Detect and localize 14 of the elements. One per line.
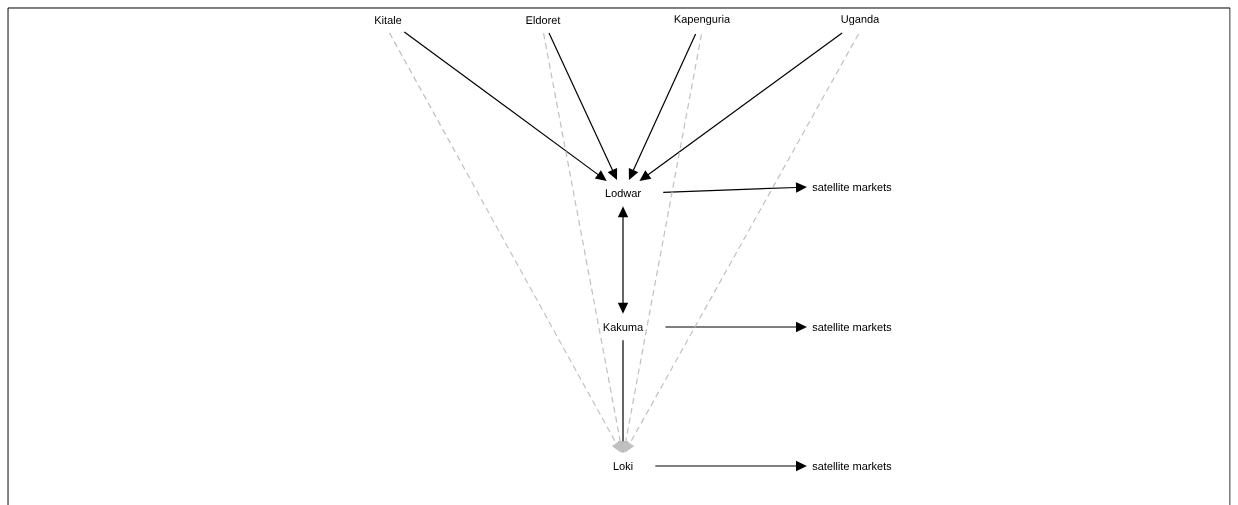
place-label: Lodwar [605,188,641,198]
place-label: Kitale [375,15,402,25]
arrow [548,32,618,180]
market-label: satellite markets [812,182,892,192]
place-label: Uganda [841,14,880,26]
place-label: Kakuma [603,322,644,332]
market-label: satellite markets [812,322,892,332]
arrow [628,33,697,180]
place-label: Loki [613,461,633,471]
place-label: Kapenguria [674,14,731,26]
arrow [403,31,607,181]
market-label: satellite markets [812,461,892,471]
place-label: Eldoret [526,15,561,25]
arrow [662,182,807,193]
